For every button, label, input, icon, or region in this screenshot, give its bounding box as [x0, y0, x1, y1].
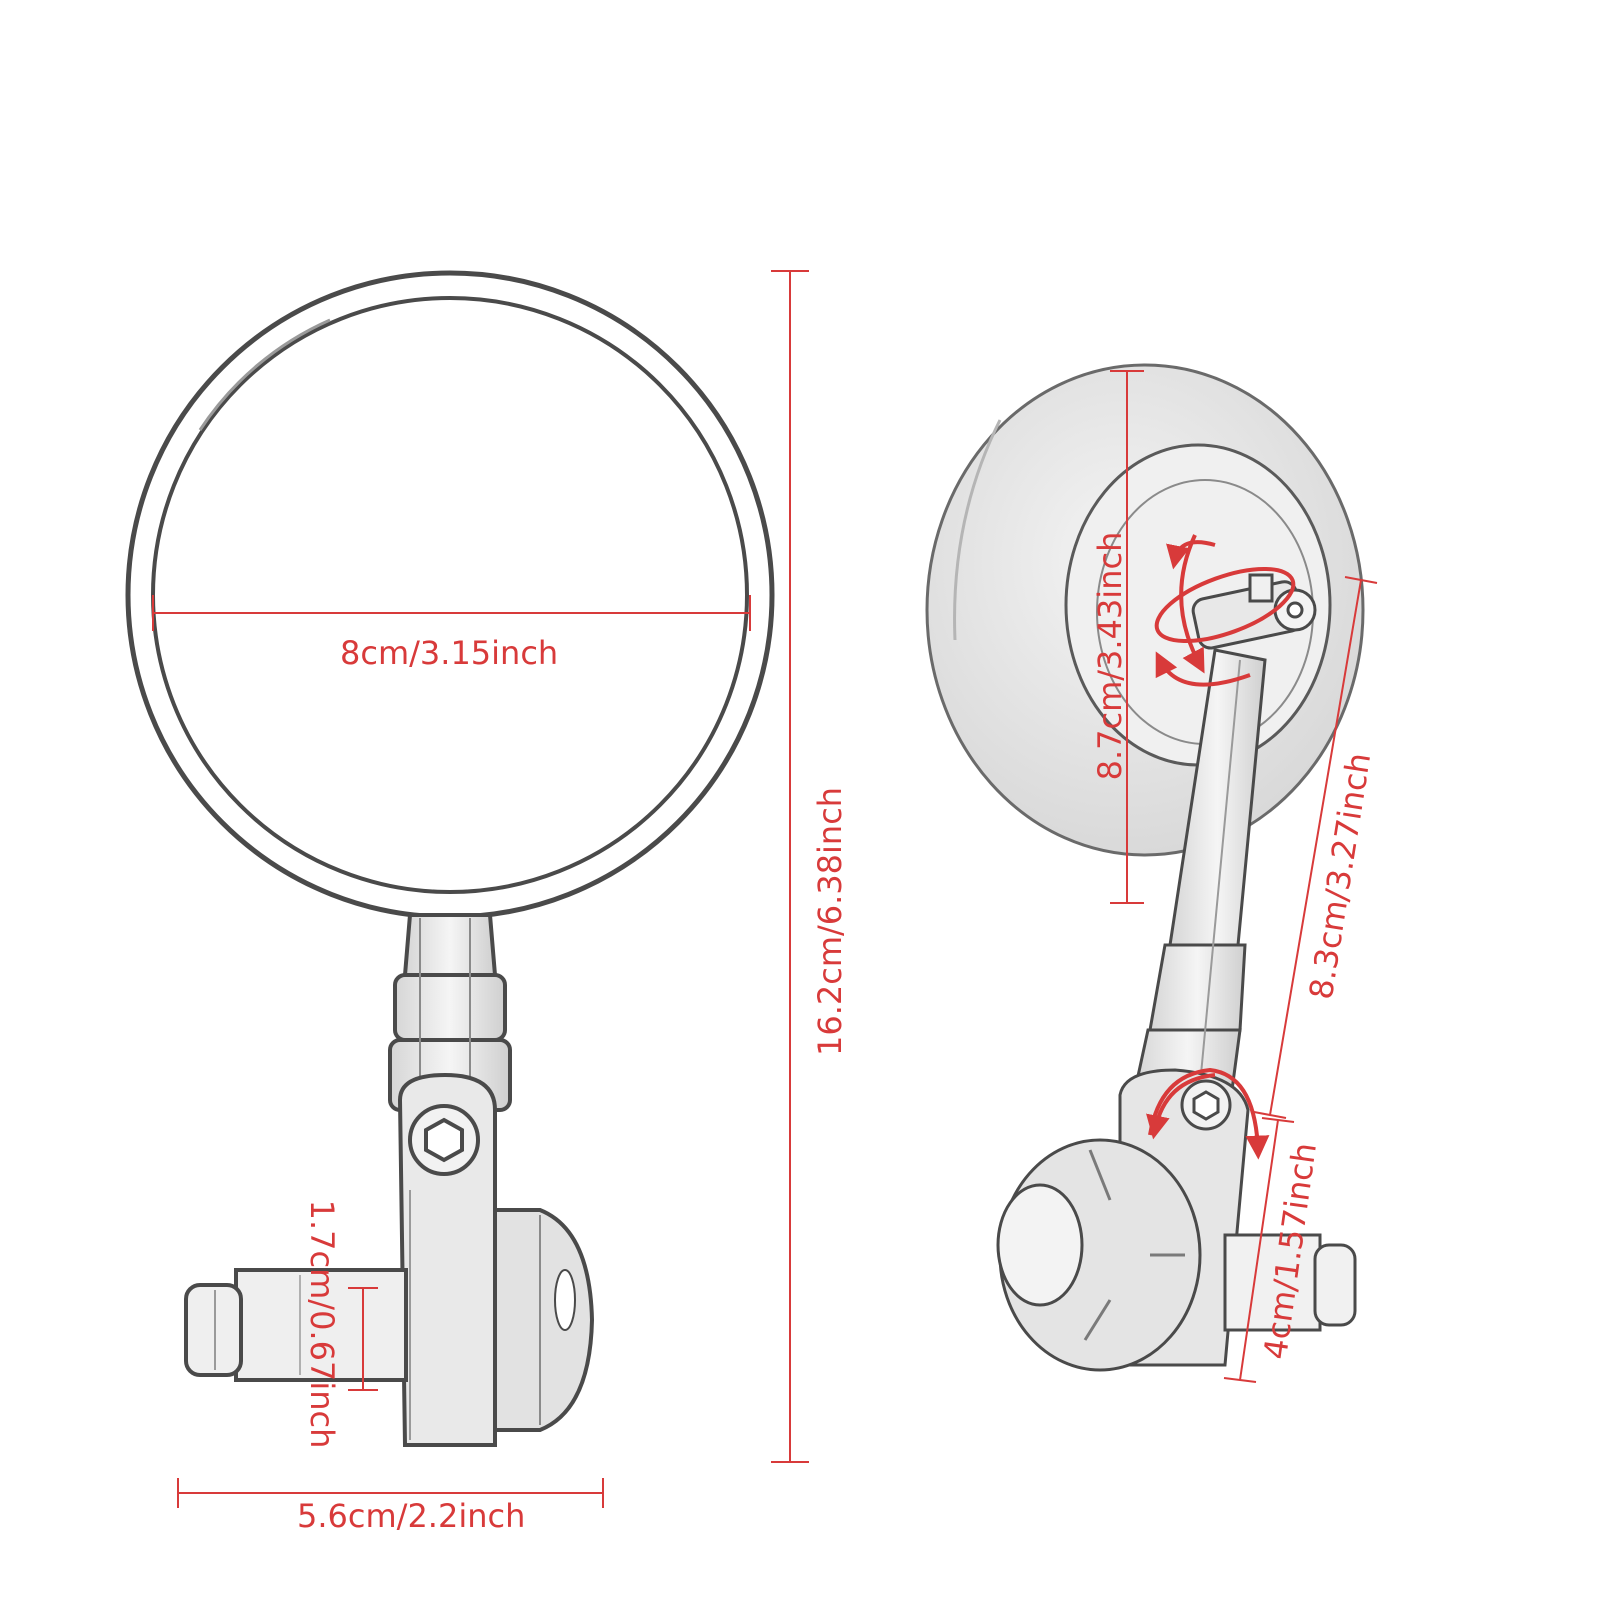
- rotation-arrows-icon: [1154, 534, 1296, 687]
- mirror-diameter-label: 8cm/3.15inch: [340, 634, 559, 672]
- mirror-glass-edge: [151, 296, 749, 894]
- mirror-outer-rim: [125, 270, 775, 920]
- clamp-arm: [397, 1072, 497, 1447]
- side-bar-plug: [1223, 1233, 1357, 1332]
- bar-end-width-label: 5.6cm/2.2inch: [297, 1497, 526, 1535]
- bar-plug: [184, 1268, 408, 1382]
- front-view-mirror: [125, 270, 775, 1447]
- side-dimension-lines: [1110, 370, 1378, 1383]
- bar-end-diameter-label: 1.7cm/0.67inch: [303, 1199, 341, 1449]
- side-end-cap: [996, 1138, 1202, 1372]
- ball-joint: [1191, 573, 1317, 650]
- side-view-mirror: [925, 363, 1365, 1372]
- mirror-head-label: 8.7cm/3.43inch: [1091, 531, 1129, 781]
- total-height-label: 16.2cm/6.38inch: [811, 786, 849, 1056]
- joint-rotation-arrows-icon: [1146, 1067, 1270, 1160]
- hex-bolt-icon: [1192, 1090, 1220, 1121]
- bar-end-body: [493, 1208, 595, 1432]
- front-dimension-lines: [152, 270, 809, 1508]
- hex-bolt-icon: [424, 1117, 464, 1163]
- mirror-stem: [388, 913, 512, 1112]
